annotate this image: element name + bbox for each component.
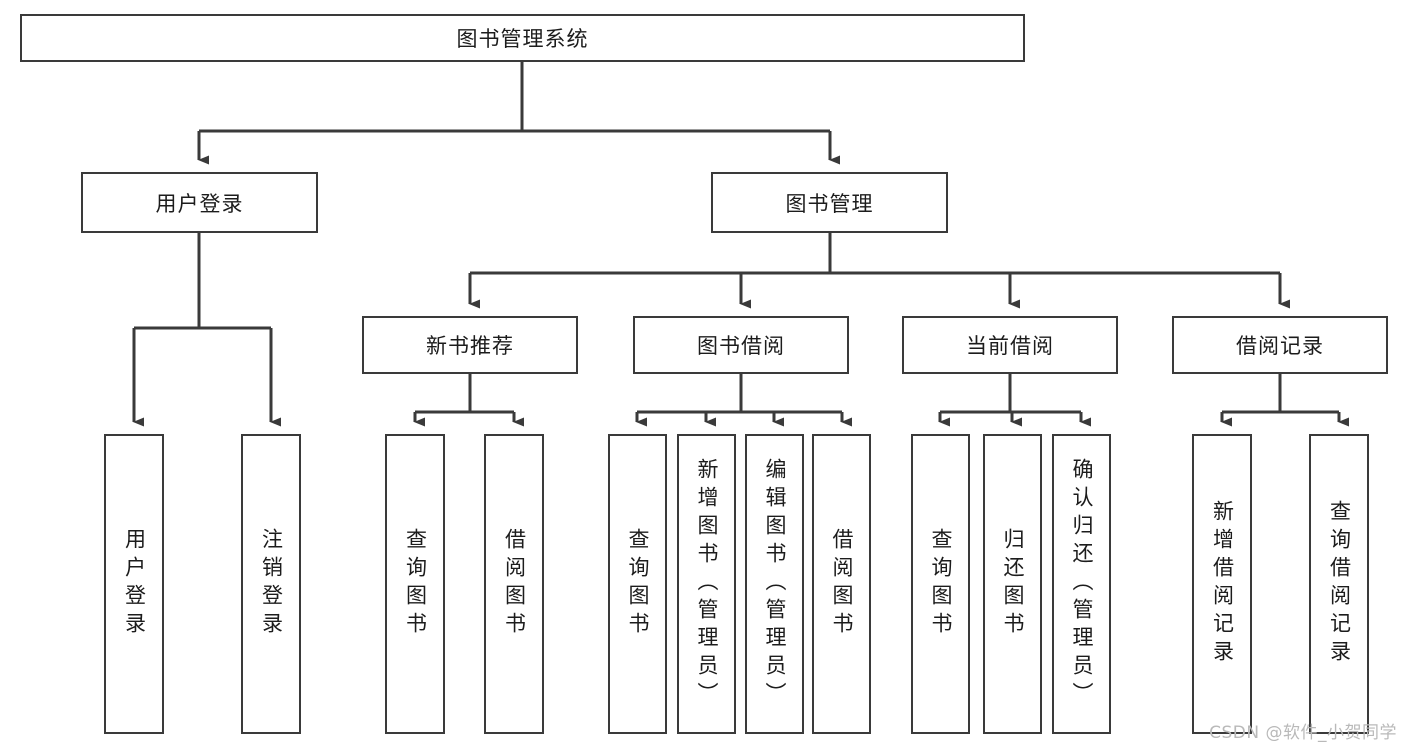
node-book-borrow-label: 图书借阅	[697, 334, 785, 358]
leaf-query-books-borrow-label: 查询图书	[626, 528, 650, 640]
leaf-confirm-return-admin-label: 确认归还（管理员）	[1070, 458, 1094, 710]
node-new-book-recommend[interactable]: 新书推荐	[362, 316, 578, 374]
node-current-borrow-label: 当前借阅	[966, 334, 1054, 358]
leaf-query-books-current-label: 查询图书	[929, 528, 953, 640]
node-current-borrow[interactable]: 当前借阅	[902, 316, 1118, 374]
leaf-return-book[interactable]: 归还图书	[983, 434, 1042, 734]
leaf-edit-book-admin-label: 编辑图书（管理员）	[763, 458, 787, 710]
node-borrow-records-label: 借阅记录	[1236, 334, 1324, 358]
leaf-query-books-borrow[interactable]: 查询图书	[608, 434, 667, 734]
leaf-logout[interactable]: 注销登录	[241, 434, 301, 734]
leaf-query-books-current[interactable]: 查询图书	[911, 434, 970, 734]
node-root[interactable]: 图书管理系统	[20, 14, 1025, 62]
leaf-logout-label: 注销登录	[259, 528, 284, 640]
node-user-login[interactable]: 用户登录	[81, 172, 318, 233]
leaf-borrow-books-new[interactable]: 借阅图书	[484, 434, 544, 734]
leaf-borrow-book[interactable]: 借阅图书	[812, 434, 871, 734]
watermark-text: CSDN @软件_小贺同学	[1209, 723, 1397, 743]
node-book-management-label: 图书管理	[785, 191, 874, 216]
node-root-label: 图书管理系统	[456, 27, 589, 51]
leaf-borrow-books-new-label: 借阅图书	[502, 528, 527, 640]
leaf-add-book-admin[interactable]: 新增图书（管理员）	[677, 434, 736, 734]
leaf-query-books-new-label: 查询图书	[403, 528, 428, 640]
leaf-confirm-return-admin[interactable]: 确认归还（管理员）	[1052, 434, 1111, 734]
leaf-user-login-label: 用户登录	[122, 528, 147, 640]
node-borrow-records[interactable]: 借阅记录	[1172, 316, 1388, 374]
node-book-management[interactable]: 图书管理	[711, 172, 948, 233]
leaf-query-borrow-record[interactable]: 查询借阅记录	[1309, 434, 1369, 734]
leaf-add-borrow-record-label: 新增借阅记录	[1210, 500, 1235, 668]
leaf-query-borrow-record-label: 查询借阅记录	[1327, 500, 1352, 668]
node-new-book-recommend-label: 新书推荐	[426, 334, 514, 358]
node-user-login-label: 用户登录	[155, 191, 244, 216]
leaf-edit-book-admin[interactable]: 编辑图书（管理员）	[745, 434, 804, 734]
leaf-query-books-new[interactable]: 查询图书	[385, 434, 445, 734]
node-book-borrow[interactable]: 图书借阅	[633, 316, 849, 374]
leaf-return-book-label: 归还图书	[1001, 528, 1025, 640]
leaf-user-login[interactable]: 用户登录	[104, 434, 164, 734]
leaf-add-book-admin-label: 新增图书（管理员）	[695, 458, 719, 710]
leaf-borrow-book-label: 借阅图书	[830, 528, 854, 640]
leaf-add-borrow-record[interactable]: 新增借阅记录	[1192, 434, 1252, 734]
